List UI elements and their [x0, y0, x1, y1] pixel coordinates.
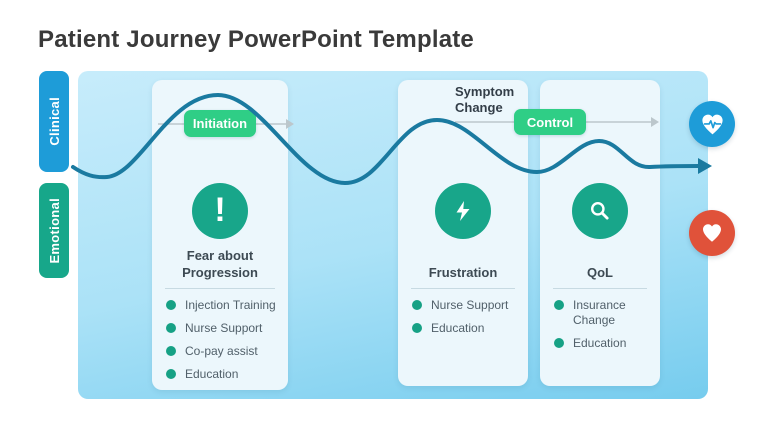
lightning-icon [435, 183, 491, 239]
list-item: Education [412, 321, 516, 336]
bullet-list: Nurse Support Education [398, 298, 528, 344]
divider [553, 288, 647, 289]
axis-tab-emotional[interactable]: Emotional [39, 183, 69, 278]
magnifier-icon [572, 183, 628, 239]
axis-tab-emotional-label: Emotional [46, 197, 62, 264]
bullet-dot-icon [166, 369, 176, 379]
stage-pill-control-label: Control [526, 114, 574, 130]
bullet-dot-icon [412, 323, 422, 333]
symptom-change-annotation: Symptom Change [455, 84, 515, 115]
list-item: Co-pay assist [166, 344, 276, 359]
axis-tab-clinical[interactable]: Clinical [39, 71, 69, 172]
stage-card-frustration: Frustration Nurse Support Education [398, 80, 528, 386]
bullet-dot-icon [554, 300, 564, 310]
bullet-dot-icon [166, 346, 176, 356]
divider [411, 288, 515, 289]
stage-pill-initiation[interactable]: Initiation [184, 110, 256, 137]
list-item: Nurse Support [166, 321, 276, 336]
list-item: Education [554, 336, 648, 351]
bullet-list: Injection Training Nurse Support Co-pay … [152, 298, 288, 390]
list-item: Injection Training [166, 298, 276, 313]
list-item: Nurse Support [412, 298, 516, 313]
card-title: QoL [587, 265, 613, 280]
bullet-dot-icon [166, 300, 176, 310]
list-item: Education [166, 367, 276, 382]
page-title: Patient Journey PowerPoint Template [38, 26, 474, 53]
bullet-list: Insurance Change Education [540, 298, 660, 359]
exclamation-icon: ! [192, 183, 248, 239]
heart-icon [689, 210, 735, 256]
card-title: Frustration [428, 265, 498, 280]
stage-pill-initiation-label: Initiation [192, 116, 248, 131]
divider [165, 288, 275, 289]
axis-tab-clinical-label: Clinical [46, 97, 62, 146]
bullet-dot-icon [166, 323, 176, 333]
heartbeat-heart-icon [689, 101, 735, 147]
list-item: Insurance Change [554, 298, 648, 328]
bullet-dot-icon [554, 338, 564, 348]
bullet-dot-icon [412, 300, 422, 310]
